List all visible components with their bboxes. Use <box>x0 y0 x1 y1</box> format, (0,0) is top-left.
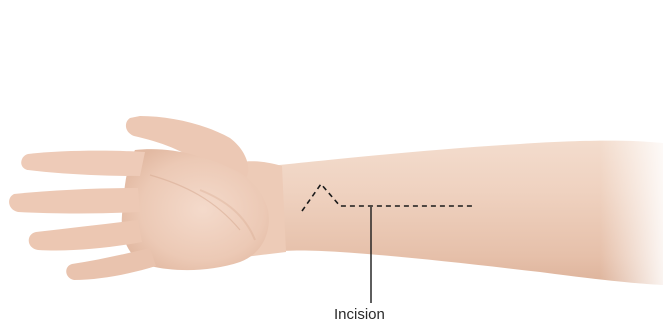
ring-finger <box>29 220 142 251</box>
little-finger <box>66 248 156 280</box>
incision-label: Incision <box>334 306 385 323</box>
index-finger <box>21 151 145 176</box>
middle-finger <box>9 188 140 214</box>
forearm-fade <box>600 138 663 288</box>
